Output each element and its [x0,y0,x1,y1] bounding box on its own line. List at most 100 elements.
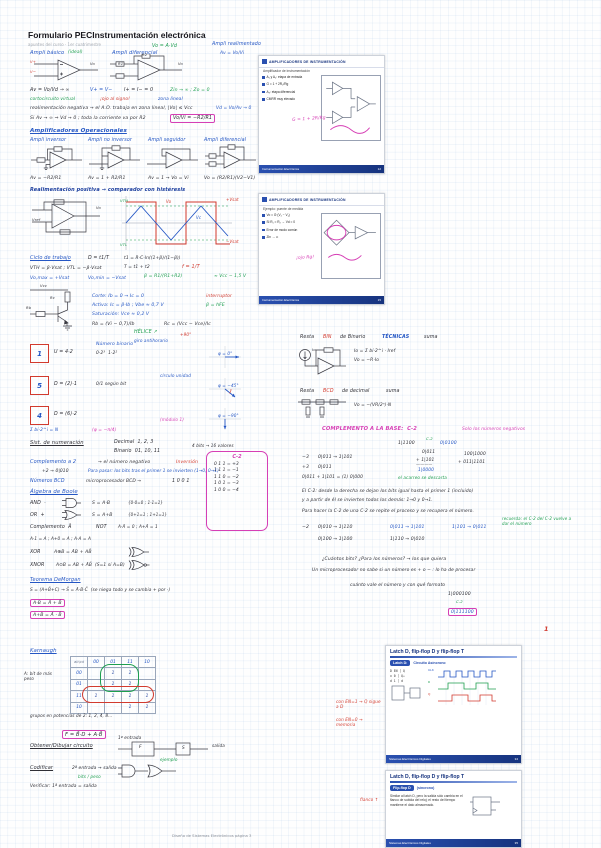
note-text: el acarreo se descarta [398,475,447,480]
note-text: suma [386,389,400,394]
note-text: β = R1/(R1+R2) [144,274,183,279]
slide-subtitle: Amplificador de instrumentación [263,69,310,73]
embedded-slide-instrumentation-2[interactable]: AMPLIFICADORES DE INSTRUMENTACIÓN Ejempl… [258,193,385,305]
slide-title: Latch D, flip-flop D y flip-flop T [390,649,465,655]
note-text: Av = 1 + R2/R1 [88,176,126,181]
note-text: Rc = (Vcc − Vce)/Ic [164,322,211,327]
slide-circuit-figure [321,213,381,279]
slide-header-bar: AMPLIFICADORES DE INSTRUMENTACIÓN [259,56,384,68]
note-text: Para pasar: los bits tras el primer 1 se… [88,468,219,473]
bit-square-value: 1 [37,349,42,358]
note-text: D = t1/T [88,256,110,261]
note-text: S = (A+B̄+C) → S̄ = Ā·B·C̄ (se niega tod… [30,588,171,593]
slide-footer-text: Instrumentación Electrónica [262,167,300,171]
slide-title-rule [390,781,517,783]
slide-footer-text: Sistemas Electrónicos Digitales [389,841,431,845]
bullet-icon [262,90,265,94]
note-text: Ampli diferencial [204,138,247,143]
diff-amp-sketch [204,144,258,172]
c2-table-row: 1 1 1 = −1 [214,468,239,474]
waveform-label: CLK [428,668,434,672]
note-text: giro antihorario [134,338,169,343]
bullet-item: A₁ y A₂: etapa de entrada [262,75,318,79]
note-text: +3 [302,465,309,470]
slide-bullet-list: Vo = G·(V₂ − V₁) Si R₁ = R₂ → Vd = 0 Err… [262,213,318,279]
note-text: OR + [30,513,45,518]
bit-square-1: 1 [30,344,49,363]
note-text: A⊕B = ĀB + AB̄ [54,550,92,555]
waveform-label: D [428,680,431,684]
slide-page-number: 15 [377,298,381,302]
kmap-cell: 1 [121,701,139,714]
kmap-cell [138,667,156,680]
bit-square-value: 4 [37,411,42,420]
embedded-slide-instrumentation-1[interactable]: AMPLIFICADORES DE INSTRUMENTACIÓN Amplif… [258,55,385,174]
page-subtitle: apuntes del curso · 1er cuatrimestre [28,42,102,47]
r2r-ladder-sketch [296,394,348,420]
slide-page-number: 34 [514,757,518,761]
note-text: y a partir de él se invierten todos los … [302,498,433,503]
note-text: Rb = (Vi − 0,7)/Ib [92,322,135,327]
embedded-slide-flipflop-d[interactable]: Latch D, flip-flop D y flip-flop T Flip-… [385,770,522,848]
slide-title: Latch D, flip-flop D y flip-flop T [390,774,465,780]
noninverting-amp-sketch [88,144,142,172]
note-text: Decimal 1, 2, 3 [114,440,154,445]
note-text: microprocesador BCD → [86,479,142,484]
note-text: AND · [30,501,46,506]
note-text: 0|011 + 1|101 = (1) 0|000 [302,475,364,480]
phasor-sketch-2 [206,376,244,402]
note-text: T = t1 + t2 [124,265,150,270]
embedded-slide-latch-d[interactable]: Latch D, flip-flop D y flip-flop T Latch… [385,645,522,764]
note-text: (módulo 1) [160,417,184,422]
note-text: −2 [302,525,309,530]
note-text: Activa: Ic = β·Ib ; Vbe ≈ 0,7 V [92,303,164,308]
bullet-icon [262,76,265,79]
note-text: 0|011 → 1|101 [318,455,353,460]
note-text: Teorema DeMorgan [30,577,81,583]
bullet-icon [262,214,265,217]
bullet-icon [262,221,265,224]
comparator-circuit-sketch [30,196,104,242]
slide-subtitle: Ejemplo: puente de medida [263,207,304,211]
slide-bullet-list: A₁ y A₂: etapa de entrada G = 1 + 2R₂/Rg… [262,75,318,141]
c2-table-row: 1 0 1 = −3 [214,481,239,487]
note-text: ≈ Vcc − 1,5 V [214,274,247,279]
note-text: Binario 01, 10, 11 [114,449,161,454]
bullet-item: CMRR muy elevado [262,97,318,101]
note-text: Σ bi·2^i = N [30,428,59,433]
note-text: {0+1=1 ; 1+1=1} [128,512,168,517]
note-text: recuerda: el C-2 del C-2 vuelve a dar el… [502,516,572,526]
inverting-amp-sketch [30,144,84,172]
note-text: Resta [300,335,315,340]
phasor-sketch-3 [206,406,244,432]
note-text: Vo = −(VR/2ⁿ)·N [354,403,392,408]
note-text: Saturación: Vce ≈ 0,2 V [92,312,150,317]
note-text: Zin → ∞ ; Zo = 0 [170,88,210,93]
note-text: 1 0 0 1 [172,479,190,484]
kmap-cell: 10 [138,655,156,669]
bullet-icon [262,83,265,86]
note-text: Ampli seguidor [148,138,186,143]
note-text: f = 1/T [182,264,200,270]
bullet-text: Vo = G·(V₂ − V₁) [266,213,290,217]
note-text: Solo los números negativos [462,427,526,432]
opamp-diff-sketch [108,54,186,84]
c2-table-row: 1 1 0 = −2 [214,474,239,480]
note-text: 1|1100 [398,441,415,446]
note-text: 0|100 → 1|100 [318,537,353,542]
note-text: zona lineal [158,97,183,102]
slide-title-rule [390,656,517,658]
bullet-icon [262,98,265,101]
note-text: A·Ā = 0 ; A+Ā = 1 [118,524,158,529]
note-text: Vo,max = +Vsat [30,276,70,281]
note-text: círculo unidad [160,373,191,378]
waveform-label: Q [428,692,431,696]
note-text: XNOR [30,563,45,568]
page-title: Formulario PECInstrumentación electrónic… [28,30,206,40]
opamp-basic-sketch [30,54,102,84]
note-text: realimentación negativa → el A.O. trabaj… [30,106,193,111]
bullet-text: Error de modo común [266,227,298,232]
note-text: 0|011 [318,465,332,470]
